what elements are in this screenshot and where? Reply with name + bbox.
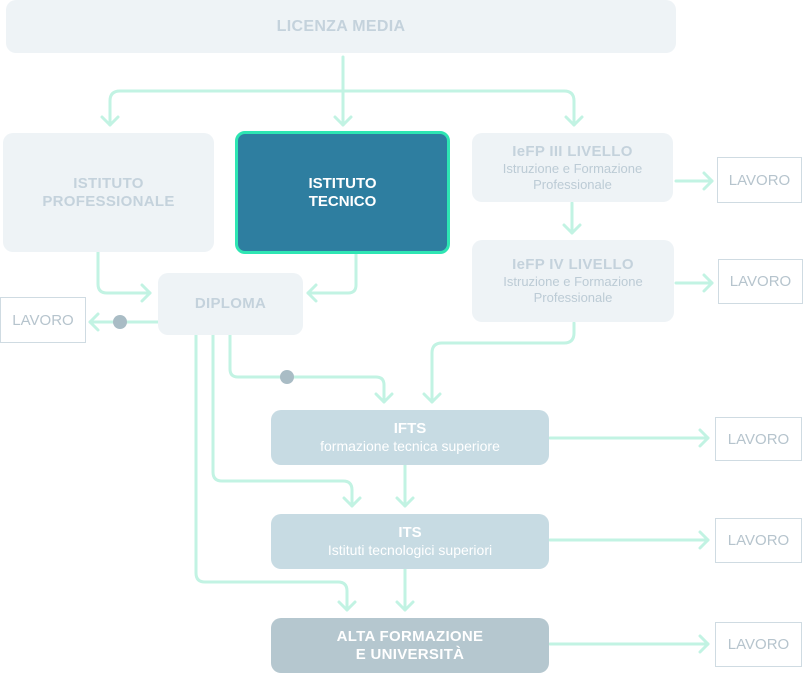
node-title-line: E UNIVERSITÀ (355, 645, 465, 663)
arrow-head (374, 392, 394, 404)
node-title-line: ISTITUTO (308, 174, 377, 192)
arrow-head (564, 115, 584, 127)
arrow-head (395, 496, 415, 508)
arrow-head (698, 530, 710, 550)
node-subtitle-line: Professionale (533, 176, 612, 192)
node-iefp-iv-livello: IeFP IV LIVELLO Istruzione e Formazione … (472, 240, 674, 322)
junction-dot (280, 370, 294, 384)
connector-diploma-its (211, 333, 354, 508)
arrow-head (702, 273, 714, 293)
arrow-head (88, 312, 100, 332)
node-title: DIPLOMA (194, 295, 267, 312)
node-subtitle-line: Professionale (533, 290, 613, 305)
connector-diploma-ifts (228, 333, 386, 404)
connector-professionale-diploma (96, 250, 152, 295)
arrow-head (698, 634, 710, 654)
node-diploma: DIPLOMA (158, 273, 303, 335)
arrow-head (395, 600, 415, 612)
node-title: ITS (398, 524, 422, 542)
node-its: ITS Istituti tecnologici superiori (271, 514, 549, 569)
node-istituto-professionale: ISTITUTO PROFESSIONALE (3, 133, 214, 252)
node-iefp-iii-livello: IeFP III LIVELLO Istruzione e Formazione… (472, 133, 673, 202)
connector-licenza-professionale (108, 89, 345, 127)
arrow-head (333, 115, 353, 127)
arrow-head (342, 496, 362, 508)
lavoro-diploma-output: LAVORO (0, 297, 86, 343)
node-ifts: IFTS formazione tecnica superiore (271, 410, 549, 465)
node-subtitle: formazione tecnica superiore (320, 438, 500, 455)
arrow-head (100, 115, 120, 127)
node-licenza-media: LICENZA MEDIA (6, 0, 676, 53)
node-title: IeFP III LIVELLO (512, 142, 633, 160)
lavoro-its-output: LAVORO (715, 518, 802, 563)
node-subtitle: Istituti tecnologici superiori (327, 542, 493, 559)
connector-diploma-alta (194, 333, 349, 612)
node-title-line: PROFESSIONALE (42, 192, 175, 210)
arrow-head (337, 600, 357, 612)
lavoro-alta-output: LAVORO (715, 622, 802, 667)
arrow-head (306, 283, 318, 303)
node-title: LICENZA MEDIA (276, 17, 406, 35)
arrow-head (698, 428, 710, 448)
arrow-head (140, 283, 152, 303)
node-subtitle-line: Istruzione e Formazione (502, 160, 643, 176)
node-title-line: ALTA FORMAZIONE (336, 627, 484, 645)
arrow-head (422, 392, 442, 404)
node-title: IeFP IV LIVELLO (512, 256, 634, 274)
node-alta-formazione-universita: ALTA FORMAZIONE E UNIVERSITÀ (271, 618, 549, 673)
node-title-line: TECNICO (308, 192, 377, 210)
lavoro-iefp3-output: LAVORO (717, 157, 802, 203)
node-title-line: ISTITUTO (73, 174, 144, 192)
connector-iefp4-ifts (430, 321, 576, 404)
node-istituto-tecnico: ISTITUTO TECNICO (235, 131, 450, 254)
arrow-head (702, 171, 714, 191)
node-title: IFTS (393, 420, 427, 438)
lavoro-ifts-output: LAVORO (715, 417, 802, 461)
connector-licenza-iefp3 (341, 89, 576, 127)
connector-tecnico-diploma (306, 251, 358, 295)
junction-dot (113, 315, 127, 329)
node-subtitle-line: Istruzione e Formazione (503, 274, 643, 290)
arrow-head (562, 223, 582, 235)
lavoro-iefp4-output: LAVORO (718, 259, 803, 304)
